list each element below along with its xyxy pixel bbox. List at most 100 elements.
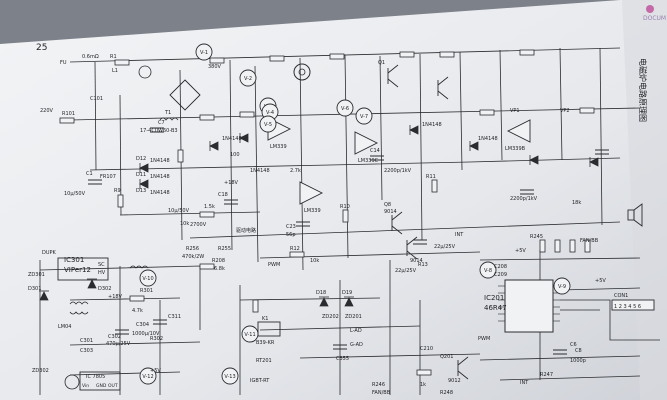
ic301-part: VIPer12 [64,266,91,274]
test-point-label: V-1 [200,50,208,56]
label-d11: D11 [136,172,146,178]
test-point-v-1: V-1 [195,43,213,61]
label-zd302: ZD302 [32,368,49,374]
test-point-label: V-11 [244,332,255,338]
label-t1: T1 [164,110,171,116]
opamp-b-label: LM339C [358,158,379,164]
label-rt: RT201 [256,358,272,364]
k1-label: K1 [262,316,268,322]
regulator-box [79,371,121,391]
label-r245: R245 [530,234,543,240]
label-c-c: 2200p/1kV [384,168,412,174]
coil-group [69,117,179,315]
test-point-circle [479,261,497,279]
label-r301: R301 [140,288,153,294]
label-sc: SC [98,262,105,268]
ic201-box [504,279,554,333]
label-r-e: 2.7k [290,168,301,174]
label-c-j: 56p [286,232,296,238]
label-r-a: 1.5k [204,204,215,210]
test-point-label: V-8 [484,268,492,274]
con1-box [611,299,655,311]
label-pwm2: PWM [478,336,490,342]
label-c-g: 470μ/25V [106,341,131,347]
dupk-label: DUPK [42,250,57,256]
label-c304: C304 [136,322,149,328]
capacitor-group [88,127,609,355]
label-c302: C302 [108,334,121,340]
test-point-circle [355,107,373,125]
label-lm: LM04 [58,324,71,330]
label-c-d: 2200p/1kV [510,196,538,202]
label-d6: 1N4148 [422,122,442,128]
label-sec: 17-4C0W60-B3 [140,128,178,134]
side-title: 电磁炉电路原理图 [638,58,648,122]
label-vp1: VP1 [510,108,520,114]
label-d5: 1N4148 [250,168,270,174]
label-d301: D301 [28,286,41,292]
label-x220: 220V [40,108,54,114]
regulator-name: IC 7805 [86,374,105,380]
label-r-h: 4.7k [132,308,143,314]
label-zd: ZD202 [322,314,339,320]
label-d13: D13 [136,188,146,194]
label-fan: FAN/BB [580,238,599,244]
label-d4: 1N4148 [222,136,242,142]
label-r-i: 18k [572,200,581,206]
label-d2: 1N4148 [150,174,170,180]
test-point-label: V-2 [244,76,252,82]
label-c-a: 10μ/50V [64,191,86,197]
label-r10: R10 [340,204,350,210]
label-c-b: 10μ/50V [168,208,190,214]
label-r246: R246 [372,382,385,388]
con1-name: CON1 [614,293,628,299]
label-d12: D12 [136,156,146,162]
test-point-circle [241,325,259,343]
transistor-group [387,64,469,380]
q2-part: 9014 [410,258,423,264]
label-c23: C23 [286,224,296,230]
test-point-v-6: V-6 [336,99,354,117]
label-d19: D19 [342,290,352,296]
label-r11: R11 [426,174,436,180]
q1-part: 9014 [384,209,397,215]
label-v5c: +5V [595,278,606,284]
label-rc: R255 [218,246,231,252]
test-point-circle [259,115,277,133]
label-r-c: 470k/2W [182,254,204,260]
label-r-in: 0.6mΩ [82,54,99,60]
transistor-circle-icon [64,374,80,390]
test-point-label: V-13 [224,374,235,380]
label-r13: R13 [418,262,428,268]
q201-label: Q201 [440,354,453,360]
label-r302: R302 [150,336,163,342]
label-lad: L-AD [350,328,362,334]
component-labels: 0.6mΩ FU 220V R101 C101 L1 T1 17-4C0W60-… [28,54,606,396]
label-c18: C18 [218,192,228,198]
test-point-v-5: V-5 [259,115,277,133]
test-point-circle [139,367,157,385]
label-drain: 驱动电路 [236,227,256,234]
label-r101: R101 [62,111,75,117]
label-c303: C303 [80,348,93,354]
label-c8: C8 [575,348,582,354]
label-c-i: 1000p [570,358,586,364]
test-point-label: V-6 [341,106,349,112]
test-point-label: V-5 [264,122,272,128]
label-r247: R247 [540,372,553,378]
label-c101: C101 [90,96,103,102]
label-c208: C208 [494,264,507,270]
label-r12: R12 [290,246,300,252]
regulator-gnd: GND [96,383,107,389]
label-d18: D18 [316,290,326,296]
test-point-v-10: V-10 [139,269,157,287]
ic201-part: 46R47 [484,304,507,312]
ic301-box [57,257,109,281]
label-r-d: 6.8k [214,266,225,272]
test-point-v-11: V-11 [241,325,259,343]
ic301-name: IC301 [64,256,84,264]
label-c14: C14 [370,148,380,154]
label-zd2: ZD201 [345,314,362,320]
test-point-label: V-9 [558,284,566,290]
